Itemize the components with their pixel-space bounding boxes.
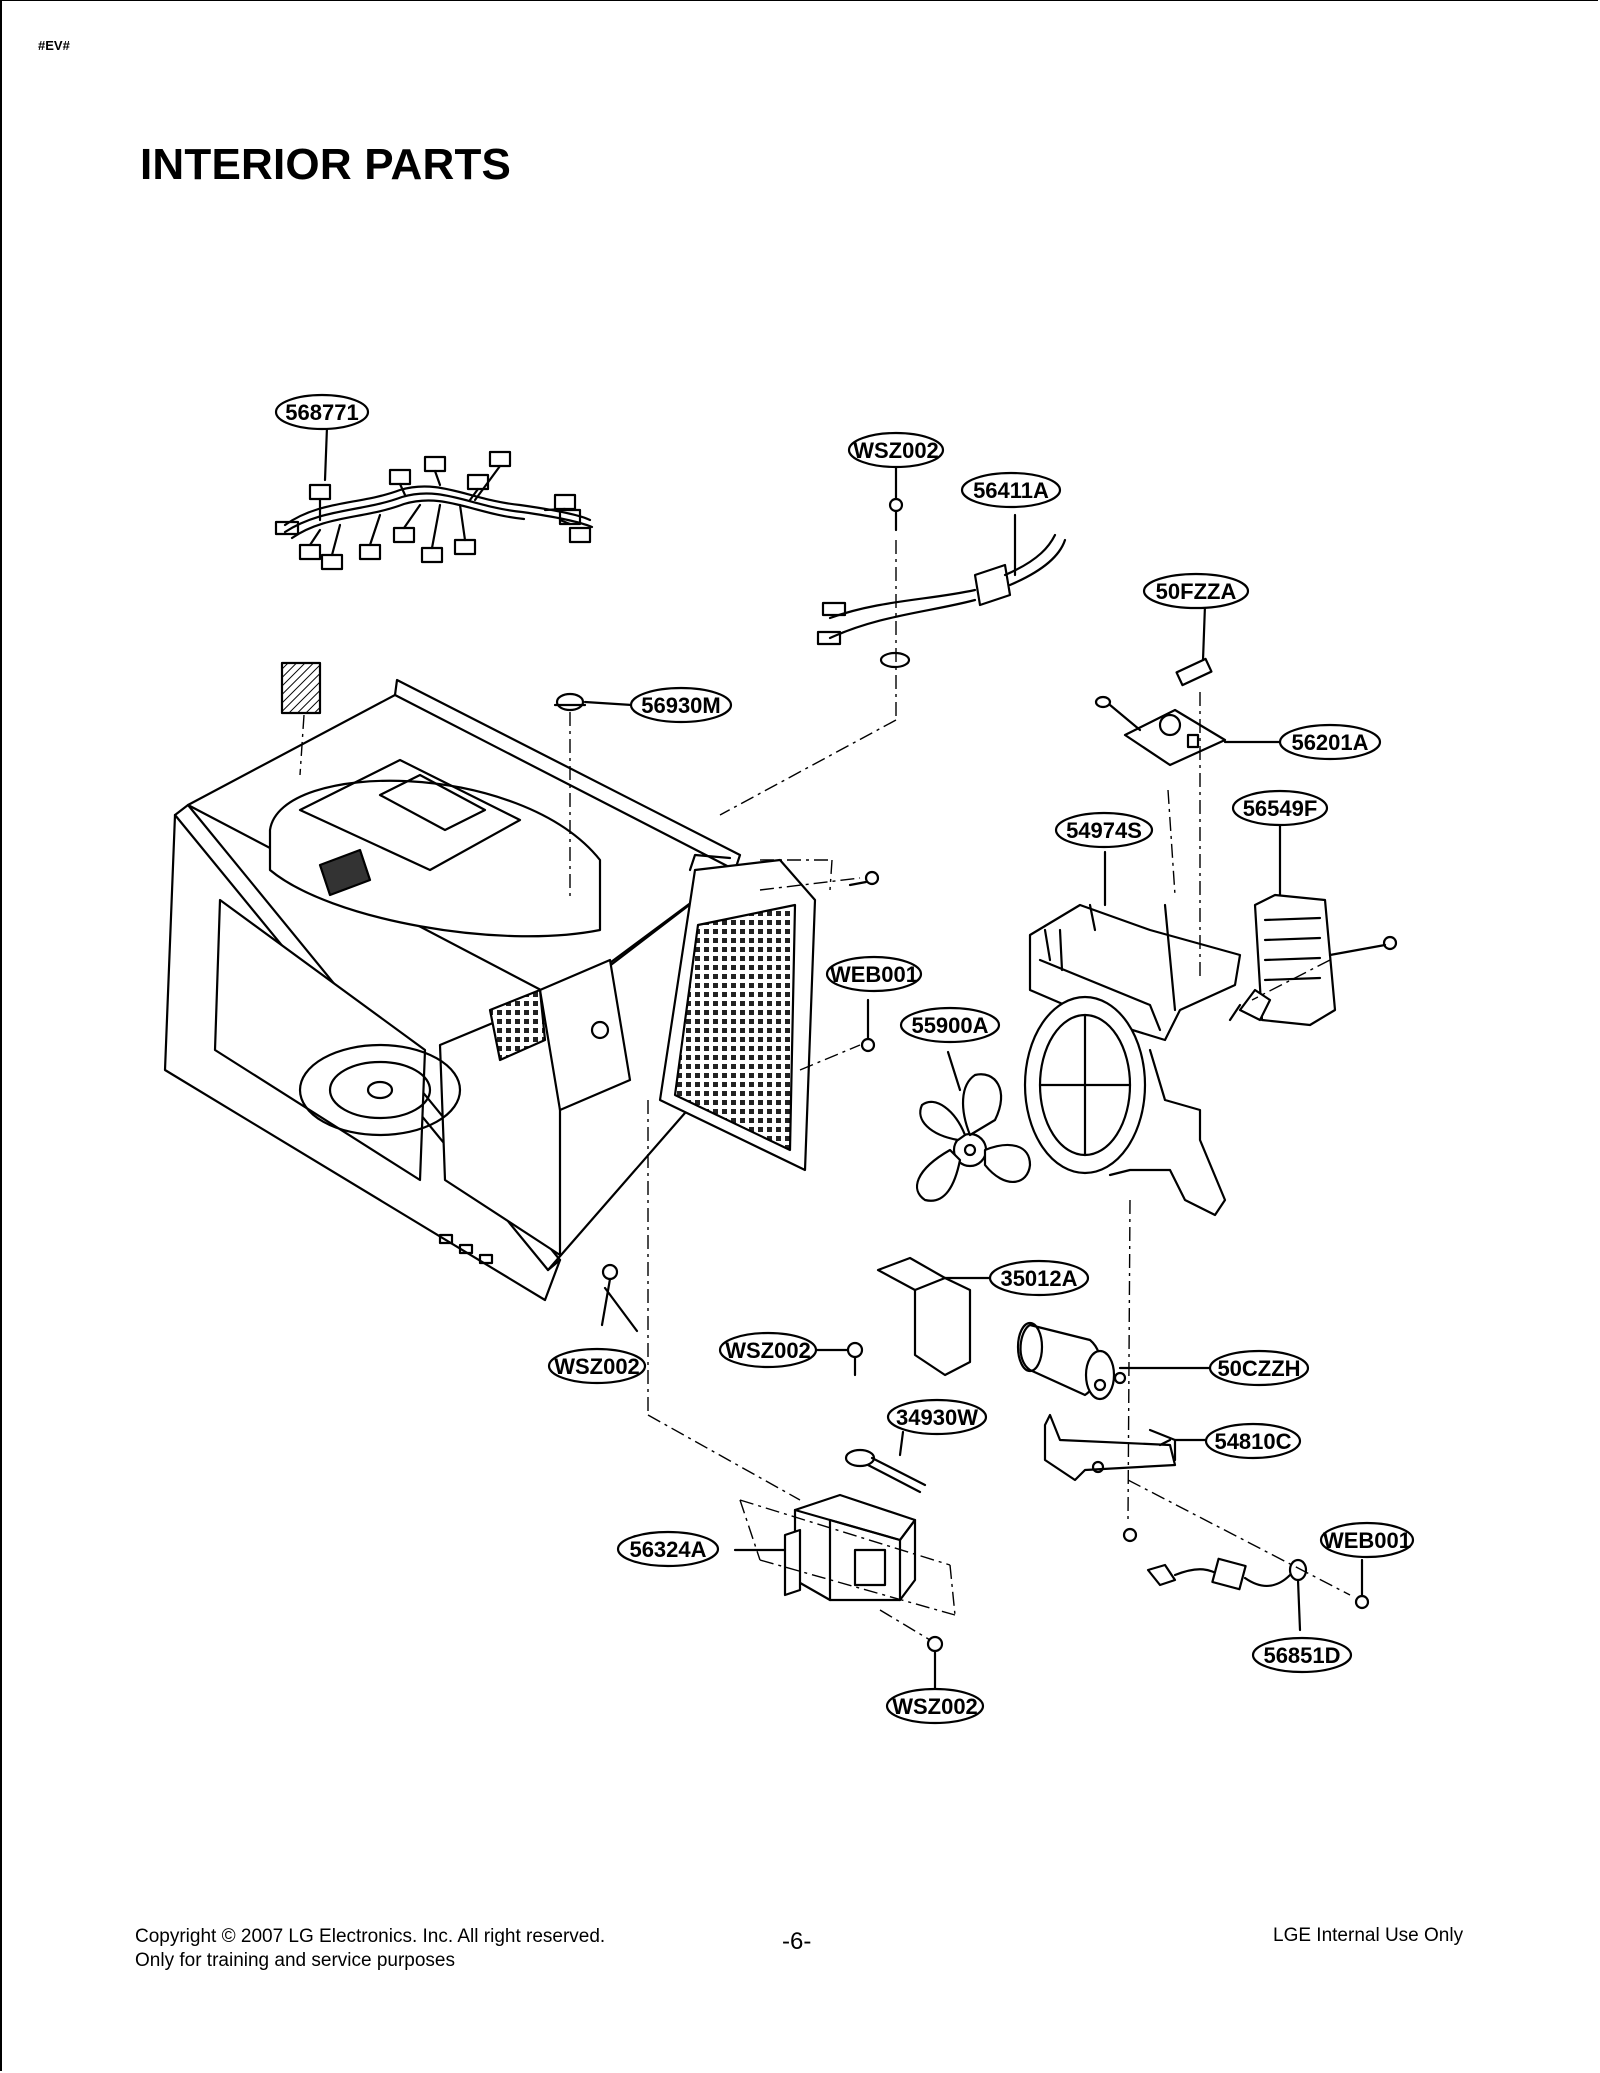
callout-wsz002-left: WSZ002 xyxy=(547,1347,647,1385)
label-56201a: 56201A xyxy=(1291,730,1368,755)
label-50fzza: 50FZZA xyxy=(1156,579,1237,604)
air-guide-part xyxy=(1023,850,1242,1217)
callout-54974s: 54974S xyxy=(1054,811,1154,849)
callout-56549f: 56549F xyxy=(1231,789,1329,827)
callout-50fzza: 50FZZA xyxy=(1142,572,1250,610)
assembly-guide-lines xyxy=(299,540,1351,1641)
callout-wsz002-mid: WSZ002 xyxy=(718,1331,818,1369)
callout-56201a: 56201A xyxy=(1278,723,1382,761)
label-56324a: 56324A xyxy=(629,1537,706,1562)
sensor-part xyxy=(1122,1527,1370,1632)
callout-54810c: 54810C xyxy=(1204,1422,1302,1460)
screw-bottom-part xyxy=(926,1635,944,1692)
label-56549f: 56549F xyxy=(1243,796,1318,821)
label-56930m: 56930M xyxy=(641,693,721,718)
label-34930w: 34930W xyxy=(896,1405,978,1430)
wire-harness-part xyxy=(274,450,594,571)
screw-mid-part xyxy=(813,1341,864,1377)
label-wsz002-bottom: WSZ002 xyxy=(892,1694,978,1719)
callout-56930m: 56930M xyxy=(629,686,733,724)
label-wsz002-top: WSZ002 xyxy=(853,438,939,463)
thermostat-part xyxy=(553,692,634,712)
capacitor-bracket-part xyxy=(1043,1413,1212,1482)
callout-35012a: 35012A xyxy=(988,1259,1090,1297)
label-50czzh: 50CZZH xyxy=(1217,1356,1300,1381)
page-number: -6- xyxy=(782,1928,812,1955)
bracket-part xyxy=(876,1256,992,1377)
label-web001-low: WEB001 xyxy=(1323,1528,1411,1553)
label-54810c: 54810C xyxy=(1214,1429,1291,1454)
label-wsz002-mid: WSZ002 xyxy=(725,1338,811,1363)
insulation-pad xyxy=(280,661,322,715)
screw-top-part xyxy=(888,466,904,532)
back-panel-part xyxy=(658,853,817,1172)
label-web001-mid: WEB001 xyxy=(830,962,918,987)
label-35012a: 35012A xyxy=(1000,1266,1077,1291)
footer-internal-note: LGE Internal Use Only xyxy=(1273,1925,1464,1946)
callout-wsz002-top: WSZ002 xyxy=(847,431,945,469)
oven-cavity-part xyxy=(163,678,742,1302)
label-568771: 568771 xyxy=(285,400,358,425)
document-tag: #EV# xyxy=(38,38,70,53)
fan-blade-part xyxy=(915,1050,1032,1202)
label-56851d: 56851D xyxy=(1263,1643,1340,1668)
label-56411a: 56411A xyxy=(973,478,1049,503)
fan-motor-part xyxy=(1228,824,1398,1027)
fuse-part xyxy=(1175,603,1213,687)
callout-568771: 568771 xyxy=(274,393,370,431)
capacitor-part xyxy=(1016,1321,1212,1401)
callout-web001-mid: WEB001 xyxy=(825,955,923,993)
callout-web001-low: WEB001 xyxy=(1319,1521,1415,1559)
callout-56324a: 56324A xyxy=(616,1530,720,1568)
callout-56851d: 56851D xyxy=(1251,1636,1353,1674)
label-55900a: 55900A xyxy=(911,1013,988,1038)
callout-55900a: 55900A xyxy=(899,1006,1001,1044)
callout-34930w: 34930W xyxy=(886,1398,988,1436)
magnetron-part xyxy=(733,1493,917,1602)
label-54974s: 54974S xyxy=(1066,818,1142,843)
callout-wsz002-bottom: WSZ002 xyxy=(885,1687,985,1725)
screw-left-part xyxy=(600,1263,619,1327)
noise-filter-board-part xyxy=(1094,695,1287,767)
footer-copyright: Copyright © 2007 LG Electronics. Inc. Al… xyxy=(135,1926,606,1947)
page-title: INTERIOR PARTS xyxy=(140,140,512,189)
callout-56411a: 56411A xyxy=(960,471,1062,509)
footer-purpose: Only for training and service purposes xyxy=(135,1950,455,1971)
label-wsz002-left: WSZ002 xyxy=(554,1354,640,1379)
screw-web-mid-part xyxy=(848,870,880,1053)
gasket-part xyxy=(844,1430,927,1494)
footer-copyright-block: Copyright © 2007 LG Electronics. Inc. Al… xyxy=(135,1925,605,1973)
callout-50czzh: 50CZZH xyxy=(1208,1349,1310,1387)
power-cord-part xyxy=(816,513,1067,669)
